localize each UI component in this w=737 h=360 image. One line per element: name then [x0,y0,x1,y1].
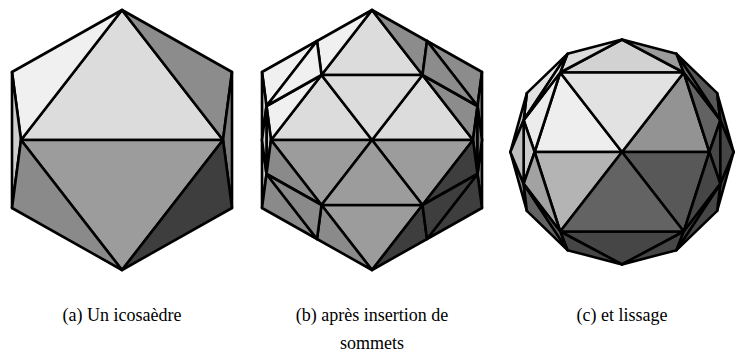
polyhedron-face [510,120,523,183]
polyhedron-face [423,41,478,106]
polyhedron-face [478,106,483,174]
polyhedron-face [267,174,322,239]
polyhedron-face [677,54,721,120]
polyhedron-face [677,184,721,250]
subfigure-caption: (c) et lissage [522,301,722,329]
polyhedron-face [622,232,684,265]
polyhedron-face [560,40,684,73]
polyhedron-face [560,40,622,73]
polyhedron-face [622,40,684,73]
polyhedron-face [267,41,322,106]
polyhedron-face [677,54,721,120]
polyhedron-face [524,184,568,250]
polyhedron-face [524,54,568,120]
polyhedron-figure [12,10,232,270]
polyhedron-face [122,10,232,140]
polyhedron-face [560,152,684,232]
polyhedron-face [524,184,568,250]
polyhedron-figure [510,40,733,265]
polyhedron-face [372,10,427,75]
polyhedron-face [317,205,372,270]
polyhedron-face [317,10,372,75]
polyhedron-face [560,232,622,265]
polyhedron-face [122,140,232,270]
subfigure-caption: (a) Un icosaèdre [22,301,222,329]
polyhedron-face [322,75,423,140]
polyhedron-face [423,174,478,239]
polyhedron-face [12,10,122,140]
polyhedron-face [262,106,267,174]
polyhedron-face [720,120,733,183]
polyhedron-face [560,232,684,265]
polyhedron-face [322,140,423,205]
polyhedron-face [372,205,427,270]
polyhedron-face [677,184,721,250]
subfigure-caption: (b) après insertion de sommets [292,301,452,357]
polyhedron-face [560,72,684,152]
polyhedron-face [12,140,122,270]
polyhedron-figure [262,10,482,270]
